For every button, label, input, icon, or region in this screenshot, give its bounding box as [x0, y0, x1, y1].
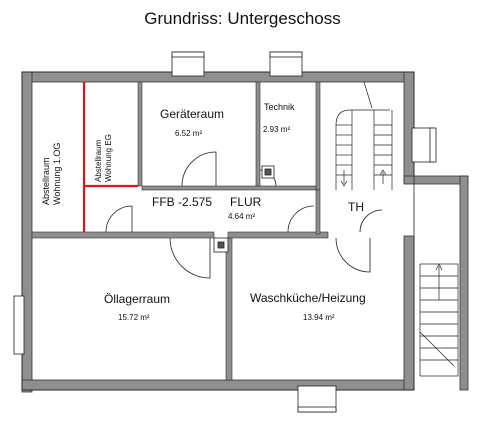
abstellraum-1og-line2: Wohnung 1.OG — [52, 143, 62, 205]
technik-area: 2.93 m² — [263, 125, 290, 134]
windows — [13, 51, 437, 413]
oellagerraum-area: 15.72 m² — [118, 313, 150, 322]
interior-walls — [31, 81, 329, 381]
flur-label: FLUR — [230, 195, 262, 209]
abstellraum-eg-line1: Abstellraum — [94, 139, 103, 182]
oellagerraum-label: Öllagerraum — [104, 292, 170, 306]
geraeteraum-area: 6.52 m² — [175, 129, 202, 138]
red-partitions — [82, 82, 138, 232]
abstellraum-eg-line2: Wohnung EG — [104, 134, 113, 182]
abstellraum-1og-line1: Abstellraum — [41, 157, 51, 205]
stairs-th — [335, 81, 393, 190]
flur-area: 4.64 m² — [228, 212, 255, 221]
shafts — [213, 165, 275, 253]
treppenhaus-label: TH — [348, 200, 364, 214]
waschkueche-area: 13.94 m² — [303, 313, 335, 322]
plan-title: Grundriss: Untergeschoss — [144, 9, 341, 28]
stairs-exterior — [419, 263, 459, 377]
room-labels: Abstellraum Wohnung 1.OG Abstellraum Woh… — [41, 102, 366, 322]
flur-level: FFB -2.575 — [152, 195, 212, 209]
technik-label: Technik — [264, 102, 295, 112]
outer-walls — [21, 71, 469, 393]
waschkueche-label: Waschküche/Heizung — [250, 291, 366, 305]
doors — [105, 151, 383, 279]
geraeteraum-label: Geräteraum — [160, 107, 224, 121]
